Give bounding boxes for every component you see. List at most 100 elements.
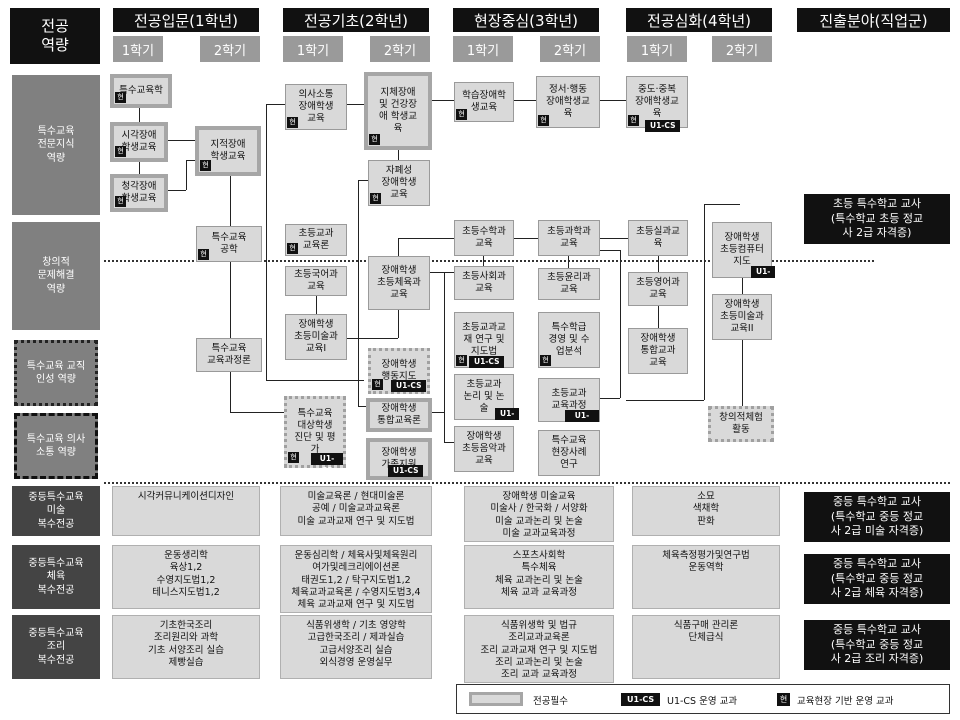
u1cs-badge: U1-CS	[311, 453, 343, 475]
course-pe-education[interactable]: 장애학생 초등체육과 교육	[368, 256, 430, 310]
connector	[358, 180, 368, 181]
course-music-education[interactable]: 장애학생 초등음악과 교육	[454, 426, 514, 472]
connector	[568, 256, 569, 268]
field-based-badge: 현	[115, 92, 126, 103]
u1cs-badge: U1-CS	[751, 266, 776, 288]
connector	[432, 100, 454, 101]
course-field-case-study[interactable]: 특수교육 현장사례 연구	[538, 430, 600, 476]
semester-y4-2: 2학기	[712, 36, 772, 62]
course-logic-essay[interactable]: 초등교과 논리 및 논 술 U1-CS	[454, 374, 520, 430]
course-special-class-management[interactable]: 특수학급 경영 및 수 업분석 현	[538, 312, 600, 368]
course-elementary-science[interactable]: 초등과학과 교육	[538, 220, 600, 256]
course-elementary-korean[interactable]: 초등국어과 교육	[285, 266, 347, 296]
year-header-2: 전공기초(2학년)	[283, 8, 429, 32]
course-art-education-1[interactable]: 장애학생 초등미술과 교육I	[285, 314, 347, 360]
connector	[346, 338, 398, 339]
course-label: 청각장애 학생교육	[121, 181, 157, 204]
pe-year2-subjects: 운동심리학 / 체육사및체육원리 여가및레크리에이션론 태권도1,2 / 탁구지…	[280, 545, 432, 613]
course-elementary-practical-arts[interactable]: 초등실과교 육	[628, 220, 688, 256]
course-art-education-2[interactable]: 장애학생 초등미술과 교육II	[712, 294, 772, 340]
course-label: 학습장애학 생교육	[462, 90, 506, 113]
field-based-badge: 현	[540, 355, 551, 366]
field-based-badge: 현	[369, 134, 380, 145]
course-label: 초등실과교 육	[636, 226, 680, 249]
course-learning-disability[interactable]: 학습장애학 생교육 현	[454, 82, 514, 122]
course-materials-research[interactable]: 초등교과교 재 연구 및 지도법 현 U1-CS	[454, 312, 514, 368]
legend-u1cs-label: U1-CS 운영 교과	[667, 696, 738, 707]
connector	[358, 406, 368, 407]
course-autism[interactable]: 자폐성 장애학생 교육 현	[368, 160, 430, 206]
competency-teaching-character: 특수교육 교직 인성 역량	[14, 340, 98, 406]
legend-hyeon-label: 교육현장 기반 운영 교과	[797, 696, 894, 707]
course-elementary-english[interactable]: 초등영어과 교육	[628, 272, 688, 306]
course-diagnosis-assessment[interactable]: 특수교육 대상학생 진단 및 평 가 현 U1-CS	[284, 396, 346, 475]
course-integrated-subjects[interactable]: 장애학생 통합교과 교육	[628, 328, 688, 374]
course-family-support[interactable]: 장애학생 가족지원 U1-CS	[366, 438, 432, 480]
connector	[166, 190, 186, 191]
course-label: 장애학생 가족지원	[381, 447, 417, 470]
career-secondary-art-teacher: 중등 특수학교 교사 (특수학교 중등 정교 사 2급 미술 자격증)	[804, 492, 950, 542]
course-inclusive-education[interactable]: 장애학생 통합교육론	[366, 398, 432, 432]
connector	[398, 310, 399, 338]
course-creative-activities[interactable]: 창의적체험 활동	[708, 406, 774, 442]
course-label: 시각장애 학생교육	[121, 130, 157, 153]
course-elementary-math[interactable]: 초등수학과 교육	[454, 220, 514, 256]
connector	[626, 400, 704, 401]
course-severe-multiple-disability[interactable]: 중도·중복 장애학생교 육 현 U1-CS	[626, 76, 688, 132]
career-elementary-teacher: 초등 특수학교 교사 (특수학교 초등 정교 사 2급 자격증)	[804, 194, 950, 244]
u1cs-badge: U1-CS	[565, 410, 599, 432]
connector	[600, 398, 620, 399]
course-behavior-guidance[interactable]: 장애학생 행동지도 현 U1-CS	[368, 348, 430, 394]
cooking-year1-subjects: 기초한국조리 조리원리와 과학 기초 서양조리 실습 제빵실습	[112, 615, 260, 679]
connector	[230, 176, 231, 226]
connector	[230, 262, 231, 338]
semester-y1-2: 2학기	[200, 36, 260, 62]
cooking-year3-subjects: 식품위생학 및 법규 조리교과교육론 조리 교과교재 연구 및 지도법 조리 교…	[464, 615, 614, 683]
career-secondary-cooking-teacher: 중등 특수학교 교사 (특수학교 중등 정교 사 2급 조리 자격증)	[804, 620, 950, 670]
course-curriculum-theory[interactable]: 특수교육 교육과정론	[196, 338, 262, 372]
u1cs-badge: U1-CS	[495, 408, 520, 430]
course-label: 지적장애 학생교육	[210, 139, 246, 162]
course-label: 특수교육학	[119, 85, 163, 97]
course-label: 창의적체험 활동	[719, 412, 763, 435]
connector	[398, 150, 399, 160]
course-label: 장애학생 통합교육론	[377, 403, 421, 426]
course-intellectual-disability[interactable]: 지적장애 학생교육 현	[195, 126, 261, 176]
course-hearing-impairment[interactable]: 청각장애 학생교육 현	[110, 174, 168, 212]
art-year2-subjects: 미술교육론 / 현대미술론 공예 / 미술교과교육론 미술 교과교재 연구 및 …	[280, 486, 432, 536]
field-based-badge: 현	[370, 193, 381, 204]
course-computer-guidance[interactable]: 장애학생 초등컴퓨터 지도 U1-CS	[712, 222, 776, 288]
course-label: 정서·행동 장애학생교 육	[546, 84, 590, 119]
course-label: 초등교과 교육과정	[551, 388, 587, 411]
legend-core-label: 전공필수	[533, 696, 568, 707]
course-special-ed-technology[interactable]: 특수교육 공학 현	[196, 226, 262, 262]
course-label: 초등교과 논리 및 논 술	[463, 379, 505, 414]
course-elementary-curriculum[interactable]: 초등교과 교육과정 U1-CS	[538, 378, 600, 432]
field-based-badge: 현	[198, 249, 209, 260]
course-label: 특수교육 대상학생 진단 및 평 가	[294, 408, 336, 455]
course-elementary-ethics[interactable]: 초등윤리과 교육	[538, 268, 600, 300]
course-elementary-subject-theory[interactable]: 초등교과 교육론 현	[285, 224, 347, 256]
competency-communication: 특수교육 의사 소통 역량	[14, 413, 98, 479]
legend: 전공필수 U1-CS U1-CS 운영 교과 현 교육현장 기반 운영 교과	[456, 684, 950, 714]
semester-y2-1: 1학기	[283, 36, 343, 62]
course-elementary-social[interactable]: 초등사회과 교육	[454, 266, 514, 300]
connector	[742, 340, 743, 406]
course-label: 특수교육 교육과정론	[207, 343, 251, 366]
course-communication-disorder[interactable]: 의사소통 장애학생 교육 현	[285, 84, 347, 130]
year-header-1: 전공입문(1학년)	[113, 8, 259, 32]
divider-dotted-upper	[104, 260, 874, 262]
connector	[266, 380, 364, 381]
course-visual-impairment[interactable]: 시각장애 학생교육 현	[110, 122, 168, 162]
course-special-education[interactable]: 특수교육학 현	[110, 74, 172, 108]
connector	[230, 412, 284, 413]
course-physical-health-disability[interactable]: 지체장애 및 건강장 애 학생교 육 현	[364, 72, 432, 150]
course-emotional-behavioral[interactable]: 정서·행동 장애학생교 육 현	[536, 76, 600, 128]
semester-y3-2: 2학기	[540, 36, 600, 62]
corner-header: 전공 역량	[10, 8, 100, 64]
course-label: 초등영어과 교육	[636, 277, 680, 300]
connector	[398, 238, 399, 256]
connector	[704, 204, 705, 400]
field-based-badge: 현	[115, 196, 126, 207]
connector	[430, 412, 444, 413]
